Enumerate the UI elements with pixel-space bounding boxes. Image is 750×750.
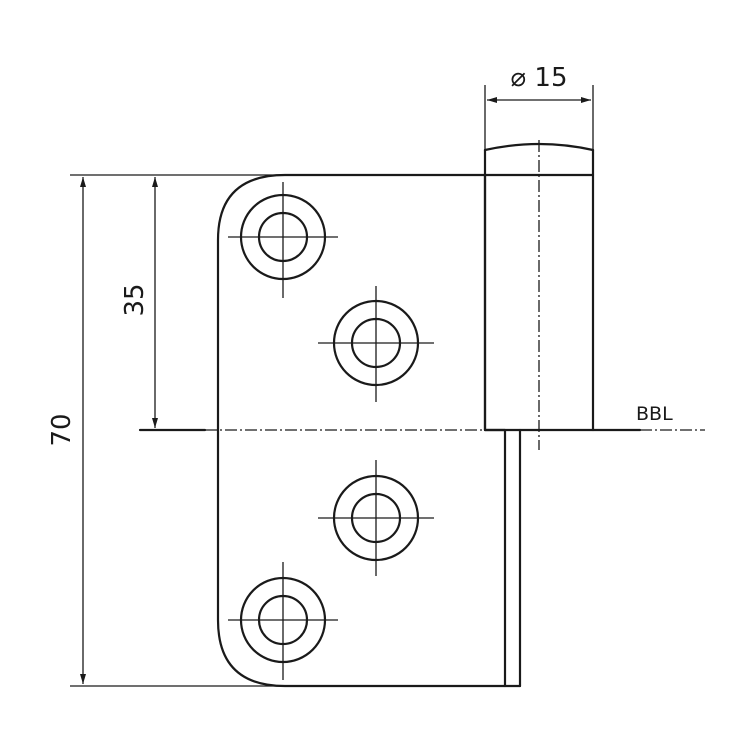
- screw-hole-4: [228, 562, 338, 680]
- screw-hole-3: [318, 460, 434, 576]
- hinge-pin: [483, 140, 595, 450]
- dimension-35-label: 35: [120, 283, 150, 316]
- screw-hole-1: [228, 182, 338, 298]
- bbl-label: BBL: [636, 403, 673, 425]
- dimension-diameter-label: ⌀ 15: [510, 63, 567, 93]
- screw-hole-2: [318, 286, 434, 402]
- dimension-70-label: 70: [47, 413, 77, 446]
- dimension-70: [70, 174, 285, 687]
- dimension-diameter: [484, 85, 594, 150]
